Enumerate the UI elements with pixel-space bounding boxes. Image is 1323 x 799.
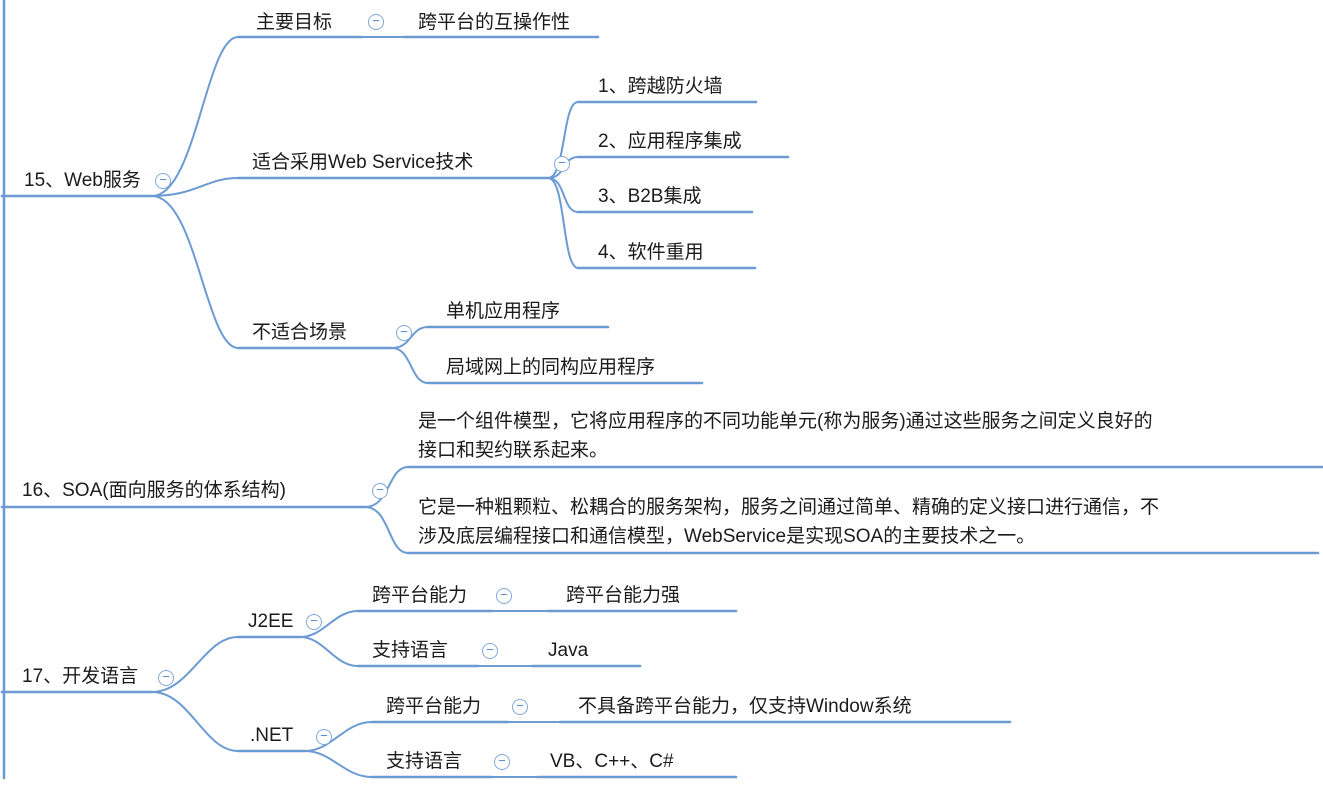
collapse-icon[interactable]: −: [496, 588, 512, 604]
topic-fit-item-4[interactable]: 4、软件重用: [598, 242, 704, 263]
collapse-icon[interactable]: −: [316, 729, 332, 745]
topic-cross-platform-interop[interactable]: 跨平台的互操作性: [418, 12, 571, 33]
collapse-icon[interactable]: −: [494, 754, 510, 770]
topic-fit-item-3[interactable]: 3、B2B集成: [598, 186, 702, 207]
topic-j2ee[interactable]: J2EE: [248, 611, 294, 632]
topic-fit-item-2[interactable]: 2、应用程序集成: [598, 131, 742, 152]
collapse-icon[interactable]: −: [306, 614, 322, 630]
collapse-icon[interactable]: −: [554, 156, 570, 172]
topic-dev-language[interactable]: 17、开发语言: [22, 666, 139, 687]
topic-dotnet-language-value[interactable]: VB、C++、C#: [550, 751, 674, 772]
topic-j2ee-language-value[interactable]: Java: [548, 640, 589, 661]
collapse-icon[interactable]: −: [396, 325, 412, 341]
collapse-icon[interactable]: −: [155, 173, 171, 189]
topic-dotnet[interactable]: .NET: [250, 725, 294, 746]
collapse-icon[interactable]: −: [482, 643, 498, 659]
topic-dotnet-cross-platform[interactable]: 跨平台能力: [386, 696, 482, 717]
collapse-icon[interactable]: −: [158, 670, 174, 686]
topic-unfit-item-1[interactable]: 单机应用程序: [446, 301, 561, 322]
collapse-icon[interactable]: −: [372, 483, 388, 499]
topic-web-service[interactable]: 15、Web服务: [24, 170, 141, 191]
topic-j2ee-cross-platform-value[interactable]: 跨平台能力强: [566, 585, 681, 606]
topic-dotnet-language[interactable]: 支持语言: [386, 751, 463, 772]
topic-soa-definition-2[interactable]: 它是一种粗颗粒、松耦合的服务架构，服务之间通过简单、精确的定义接口进行通信，不涉…: [418, 497, 1160, 547]
topic-fit-webservice[interactable]: 适合采用Web Service技术: [252, 152, 474, 173]
topic-dotnet-cross-platform-value[interactable]: 不具备跨平台能力，仅支持Window系统: [578, 696, 912, 717]
topic-unfit-scenarios[interactable]: 不适合场景: [252, 322, 348, 343]
topic-j2ee-language[interactable]: 支持语言: [372, 640, 449, 661]
topic-unfit-item-2[interactable]: 局域网上的同构应用程序: [446, 357, 656, 378]
collapse-icon[interactable]: −: [368, 14, 384, 30]
collapse-icon[interactable]: −: [512, 699, 528, 715]
topic-j2ee-cross-platform[interactable]: 跨平台能力: [372, 585, 468, 606]
topic-soa-definition-1[interactable]: 是一个组件模型，它将应用程序的不同功能单元(称为服务)通过这些服务之间定义良好的…: [418, 411, 1153, 461]
topic-fit-item-1[interactable]: 1、跨越防火墙: [598, 76, 723, 97]
topic-main-goal[interactable]: 主要目标: [256, 12, 333, 33]
topic-soa[interactable]: 16、SOA(面向服务的体系结构): [22, 480, 286, 501]
branch-lines: [0, 0, 1323, 780]
